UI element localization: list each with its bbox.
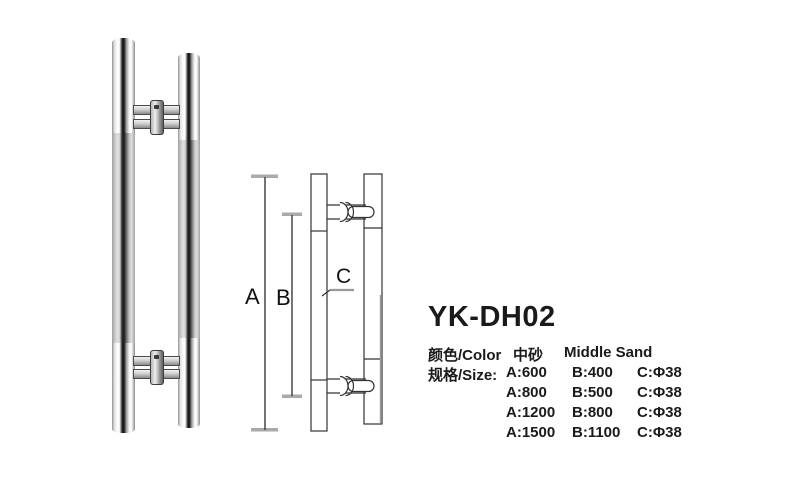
top-collar-outer: [339, 201, 349, 223]
color-label: 颜色/Color: [428, 347, 502, 364]
size-b-value: B:800: [572, 404, 613, 421]
diameter-callout: C: [321, 265, 354, 297]
dim-a-top-tick: [251, 174, 278, 178]
back-tube-chrome-bottom: [178, 338, 200, 428]
size-a-value: A:600: [506, 364, 547, 381]
front-tube-drawing: [310, 173, 328, 432]
handle-back-tube-photo: [178, 53, 200, 428]
back-tube-chrome-top: [178, 53, 200, 140]
dim-c-label: C: [336, 265, 351, 288]
model-number: YK-DH02: [428, 301, 556, 333]
size-c-value: C:Φ38: [637, 364, 682, 381]
dim-b-label: B: [276, 285, 291, 310]
size-a-value: A:800: [506, 384, 547, 401]
size-label: 规格/Size:: [428, 367, 498, 384]
size-c-value: C:Φ38: [637, 424, 682, 441]
bottom-connector-clamp: [150, 350, 164, 385]
color-value-english: Middle Sand: [564, 344, 653, 361]
top-connector-clamp: [150, 100, 164, 135]
dimension-b: B: [276, 212, 302, 398]
bottom-collar-inner: [345, 375, 355, 397]
top-connector-photo: [133, 100, 180, 135]
color-value-chinese: 中砂: [513, 347, 544, 364]
size-b-value: B:400: [572, 364, 613, 381]
bottom-collar-outer: [339, 375, 349, 397]
bottom-connector-photo: [133, 350, 180, 385]
size-b-value: B:1100: [572, 424, 621, 441]
back-tube-sand-middle: [178, 140, 200, 338]
dimension-diagram: A B: [245, 173, 383, 432]
dim-b-top-tick: [282, 212, 302, 216]
dim-c-leader-diagonal: [321, 289, 331, 297]
bottom-rod-end-cap: [347, 379, 375, 393]
size-c-value: C:Φ38: [637, 384, 682, 401]
top-collar-inner: [345, 201, 355, 223]
dim-a-label: A: [245, 284, 260, 309]
front-tube-sand-middle: [112, 133, 135, 343]
top-connector-drawing: [327, 201, 375, 223]
size-c-value: C:Φ38: [637, 404, 682, 421]
dim-b-bottom-tick: [282, 394, 302, 398]
size-a-value: A:1500: [506, 424, 556, 441]
bottom-connector-drawing: [327, 375, 375, 397]
back-tube-outline: [363, 173, 383, 425]
handle-front-tube-photo: [112, 38, 135, 433]
size-a-value: A:1200: [506, 404, 556, 421]
back-tube-drawing: [363, 173, 383, 425]
dimension-a: A: [245, 174, 278, 432]
front-tube-chrome-bottom: [112, 343, 135, 433]
front-tube-chrome-top: [112, 38, 135, 133]
size-b-value: B:500: [572, 384, 613, 401]
front-tube-outline: [310, 173, 328, 432]
top-rod-end-cap: [347, 205, 375, 219]
